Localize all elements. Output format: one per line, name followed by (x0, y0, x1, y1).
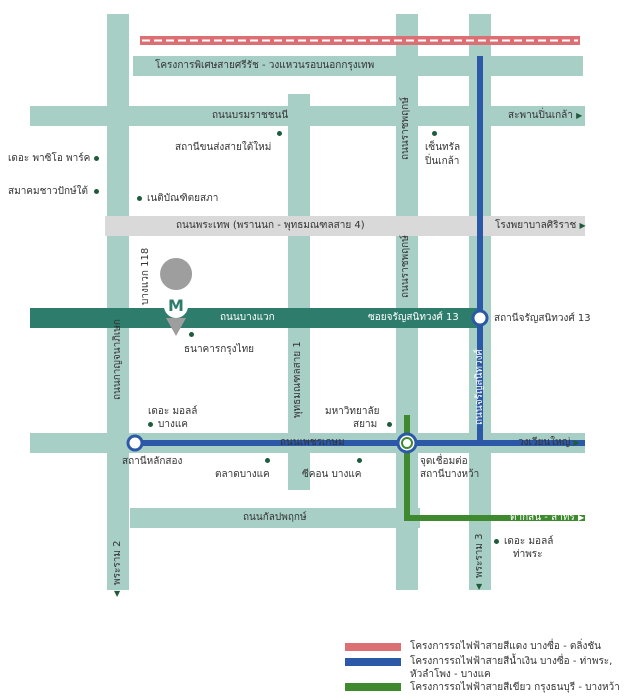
poi-dot (387, 422, 392, 427)
label-bang-waek: ถนนบางแวก (220, 312, 275, 323)
station-lak-song (126, 434, 144, 452)
label-rama-2: พระราม 2 (112, 540, 123, 585)
poi-bangkhae-market: ตลาดบางแค (215, 469, 270, 480)
arrow-right-icon: ▶ (576, 111, 583, 120)
road-phran-nok (105, 216, 585, 236)
station-bang-wa (396, 432, 418, 454)
poi-krungthai-bank: ธนาคารกรุงไทย (184, 344, 255, 355)
label-soi-charan-13: ซอยจรัญสนิทวงศ์ 13 (368, 312, 459, 323)
label-charan-sanitwong: ถนนจรัญสนิทวงศ์ (474, 349, 485, 425)
label-tha-phra-sathorn: ตากสิน - สาทร ▶ (510, 512, 584, 524)
poi-dot (94, 189, 99, 194)
label-kanlapaphruek: ถนนกัลปพฤกษ์ (243, 512, 307, 523)
poi-dot (94, 156, 99, 161)
poi-the-mall-thaphra-2: ท่าพระ (513, 549, 543, 560)
poi-dot (265, 458, 270, 463)
pin-klao-bridge-text: สะพานปิ่นเกล้า (508, 110, 573, 121)
label-rama-3: พระราม 3 (474, 533, 485, 578)
poi-dot (189, 332, 194, 337)
poi-the-mall-bangkhae-1: เดอะ มอลล์ (148, 406, 198, 417)
arrow-right-icon: ▶ (577, 513, 585, 522)
tha-phra-sathorn-text: ตากสิน - สาทร (510, 512, 575, 523)
poi-dot (148, 422, 153, 427)
station-bang-wa-inner (401, 437, 413, 449)
label-phutthamonthon-1: พุทธมณฑลสาย 1 (292, 341, 303, 418)
label-ratchaphruek-top: ถนนราชพฤกษ์ (400, 97, 411, 160)
logo-letter: M (168, 296, 184, 315)
poi-siam-university-1: มหาวิทยาลัย (325, 406, 380, 417)
arrow-down-rama-2: ▼ (114, 589, 121, 598)
poi-seacon-bangkhae: ซีคอน บางแค (302, 469, 362, 480)
arrow-down-rama-3: ▼ (476, 582, 483, 591)
poi-central-pinklao-2: ปิ่นเกล้า (425, 156, 460, 167)
poi-junction-2: สถานีบางหว้า (420, 469, 480, 480)
poi-southern-assoc: สมาคมชาวปักษ์ใต้ (8, 186, 88, 197)
legend-swatch-red (345, 643, 401, 651)
label-bang-waek-118: บางแวก 118 (140, 247, 151, 305)
road-kanchanaphisek (107, 14, 129, 590)
poi-dot (357, 458, 362, 463)
legend-swatch-blue (345, 658, 401, 666)
poi-junction-1: จุดเชื่อมต่อ (420, 456, 468, 467)
poi-the-mall-thaphra-1: เดอะ มอลล์ (504, 536, 554, 547)
location-pin (160, 258, 193, 290)
poi-siam-university-2: สยาม (353, 419, 378, 430)
road-kanlapaphruek (130, 508, 420, 528)
poi-nation-university: เนติบัณฑิตยสภา (147, 193, 219, 204)
poi-southern-bus: สถานีขนส่งสายใต้ใหม่ (175, 142, 272, 153)
poi-dot (432, 131, 437, 136)
road-borommaratchachonnani (30, 106, 585, 126)
poi-dot (494, 539, 499, 544)
location-pin-face (164, 294, 188, 318)
poi-central-pinklao-1: เซ็นทรัล (425, 142, 461, 153)
label-kanchanaphisek: ถนนกาญจนาภิเษก (112, 319, 123, 400)
legend-green: โครงการรถไฟฟ้าสายสีเขียว กรุงธนบุรี - บา… (410, 682, 620, 693)
siriraj-hospital-text: โรงพยาบาลศิริราช (495, 220, 577, 231)
arrow-right-icon: ▶ (579, 221, 586, 230)
label-ratchaphruek-mid: ถนนราชพฤกษ์ (400, 235, 411, 298)
label-phran-nok: ถนนพระเทพ (พรานนก - พุทธมณฑลสาย 4) (176, 220, 365, 231)
legend-blue-2: หัวลำโพง - บางแค (410, 669, 491, 680)
poi-paseo-park: เดอะ พาซิโอ พาร์ค (8, 153, 91, 164)
road-special-srirat (133, 56, 583, 76)
wongwian-yai-text: วงเวียนใหญ่ (518, 437, 571, 448)
road-bang-waek (30, 308, 480, 328)
poi-dot (137, 196, 142, 201)
legend-red: โครงการรถไฟฟ้าสายสีแดง บางซื่อ - ตลิ่งชั… (410, 641, 602, 652)
label-borommaratchachonnani: ถนนบรมราชชนนี (212, 110, 289, 121)
label-wongwian-yai: วงเวียนใหญ่ ▶ (518, 437, 580, 449)
poi-charan-13-station: สถานีจรัญสนิทวงศ์ 13 (494, 313, 591, 324)
poi-the-mall-bangkhae-2: บางแค (158, 419, 188, 430)
label-siriraj-hospital: โรงพยาบาลศิริราช ▶ (495, 220, 586, 232)
station-charan-13 (471, 309, 489, 327)
poi-lak-song-station: สถานีหลักสอง (122, 456, 183, 467)
poi-dot (277, 131, 282, 136)
label-special-road: โครงการพิเศษสายศรีรัช - วงแหวนรอบนอกกรุง… (155, 60, 375, 71)
legend-blue: โครงการรถไฟฟ้าสายสีน้ำเงิน บางซื่อ - ท่า… (410, 656, 613, 667)
label-pin-klao-bridge: สะพานปิ่นเกล้า ▶ (508, 110, 582, 122)
label-phet-kasem: ถนนเพชรเกษม (280, 437, 345, 448)
road-phutthamonthon-1 (288, 94, 310, 490)
location-pin-tail (166, 318, 186, 336)
arrow-right-icon: ▶ (573, 438, 580, 447)
legend-swatch-green (345, 683, 401, 691)
